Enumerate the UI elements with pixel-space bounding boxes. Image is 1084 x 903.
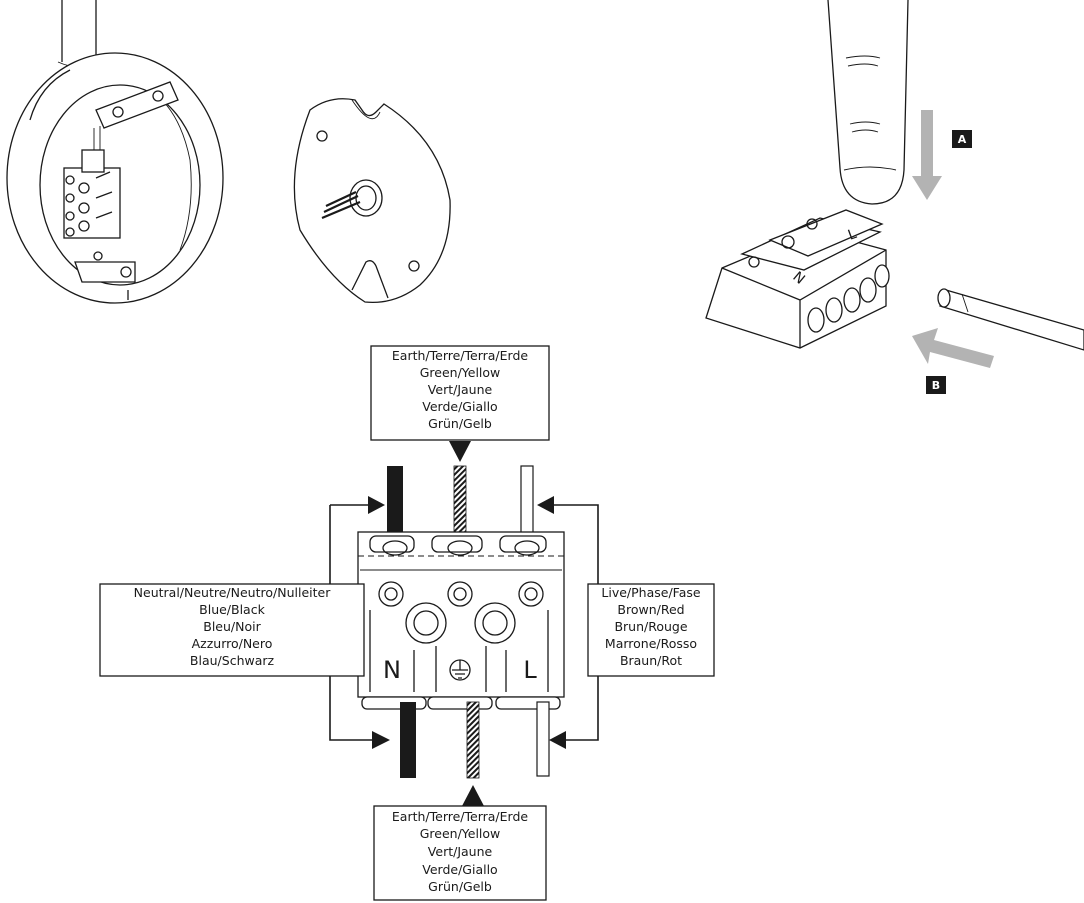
earth-bottom-line-5: Grün/Gelb [428, 879, 492, 894]
live-terminal-label: L [523, 656, 537, 684]
neutral-line-2: Blue/Black [199, 602, 265, 617]
earth-bottom-line-1: Earth/Terre/Terra/Erde [392, 809, 529, 824]
neutral-label-box [99, 583, 365, 677]
neutral-line-3: Bleu/Noir [203, 619, 261, 634]
earth-bottom-line-3: Vert/Jaune [428, 844, 493, 859]
push-in-terminal-figure: A L N B [705, 0, 1084, 394]
press-down-arrow-icon [912, 110, 942, 200]
earth-top-line-2: Green/Yellow [420, 365, 501, 380]
step-b-label: B [932, 379, 940, 392]
finger-icon [827, 0, 909, 205]
live-wire-bottom [536, 701, 550, 777]
ceiling-plate-figure [293, 98, 451, 304]
neutral-wire-top [387, 466, 403, 550]
earth-top-label-box [370, 345, 550, 441]
live-line-1: Live/Phase/Fase [601, 585, 700, 600]
wiring-diagram: Earth/Terre/Terra/Erde Green/Yellow Vert… [99, 345, 715, 901]
live-line-2: Brown/Red [617, 602, 684, 617]
neutral-wire-bottom [400, 702, 416, 778]
neutral-line-1: Neutral/Neutre/Neutro/Nulleiter [134, 585, 332, 600]
live-label-box [587, 583, 715, 677]
terminal-block: N L [357, 531, 565, 710]
earth-bottom-pointer-icon [462, 785, 484, 806]
earth-top-line-5: Grün/Gelb [428, 416, 492, 431]
canopy-terminal-block [63, 126, 121, 239]
live-line-3: Brun/Rouge [614, 619, 687, 634]
insert-wire-arrow-icon [912, 328, 994, 368]
earth-top-pointer-icon [449, 441, 471, 462]
step-a-label: A [958, 133, 967, 146]
live-line-4: Marrone/Rosso [605, 636, 697, 651]
neutral-line-5: Blau/Schwarz [190, 653, 275, 668]
earth-bottom-line-2: Green/Yellow [420, 826, 501, 841]
earth-top-line-4: Verde/Giallo [422, 399, 497, 414]
earth-bottom-line-4: Verde/Giallo [422, 862, 497, 877]
neutral-line-4: Azzurro/Nero [192, 636, 273, 651]
earth-top-line-1: Earth/Terre/Terra/Erde [392, 348, 529, 363]
earth-ground-icon [449, 659, 471, 681]
earth-bottom-label-box [373, 805, 547, 901]
earth-wire-bottom [466, 701, 480, 779]
neutral-terminal-label: N [383, 656, 401, 684]
earth-top-line-3: Vert/Jaune [428, 382, 493, 397]
step-b-badge: B [926, 376, 946, 394]
canopy-figure [6, 0, 224, 304]
neutral-connector-arrows [329, 496, 390, 749]
step-a-badge: A [952, 130, 972, 148]
live-line-5: Braun/Rot [620, 653, 682, 668]
